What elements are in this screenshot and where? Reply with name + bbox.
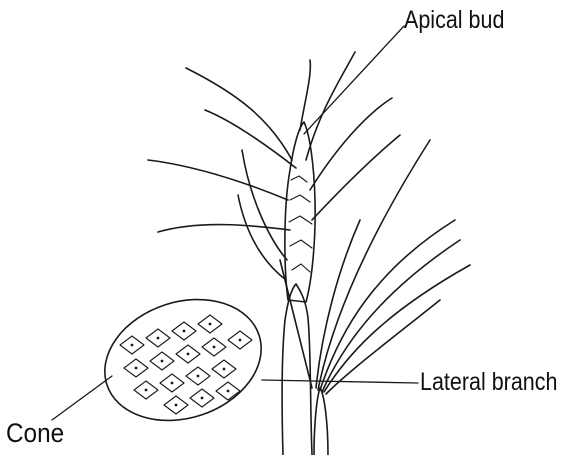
lateral-branch-label: Lateral branch bbox=[420, 368, 557, 397]
cone-label: Cone bbox=[6, 418, 64, 449]
needle bbox=[148, 160, 288, 200]
cone bbox=[89, 280, 277, 440]
needle bbox=[310, 98, 392, 190]
lateral-branch-stem bbox=[314, 388, 328, 455]
needle bbox=[242, 150, 287, 260]
needle bbox=[158, 225, 290, 232]
needle bbox=[186, 68, 292, 160]
needle bbox=[205, 110, 296, 168]
apical-bud-leader bbox=[304, 26, 404, 134]
needle bbox=[238, 195, 286, 280]
needle bbox=[300, 60, 310, 130]
cone-leader bbox=[52, 376, 112, 420]
apical-bud-label: Apical bud bbox=[404, 6, 504, 35]
needle bbox=[316, 220, 360, 388]
apical-bud bbox=[285, 122, 315, 302]
needle bbox=[312, 135, 400, 220]
